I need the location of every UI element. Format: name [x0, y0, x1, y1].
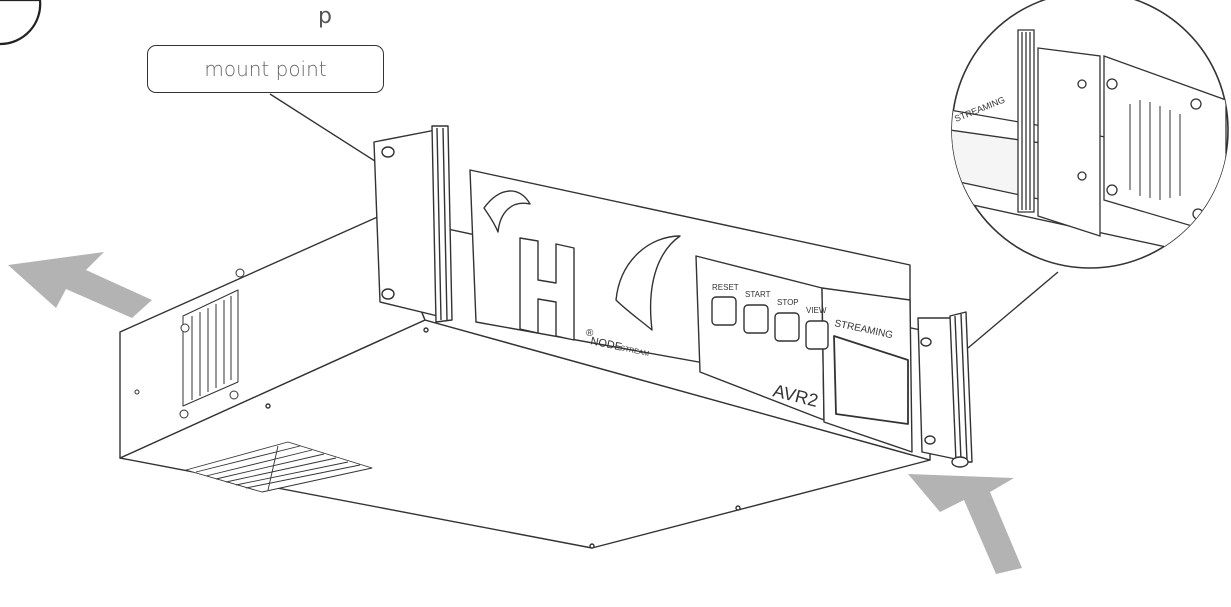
stop-button-shape — [774, 312, 800, 342]
callout-leader-line — [269, 93, 393, 173]
detail-magnifier: STREAMING — [951, 0, 1229, 269]
detail-leader-line — [967, 271, 1059, 349]
mount-point-callout: mount point — [147, 45, 384, 93]
airflow-arrow-bottom — [908, 474, 1022, 574]
airflow-arrow-left — [8, 252, 152, 318]
top-text-fragment: p — [318, 4, 332, 29]
start-label: START — [745, 290, 771, 299]
reset-button-shape — [711, 296, 737, 326]
view-button-shape — [805, 320, 829, 350]
stop-label: STOP — [777, 298, 799, 307]
reset-label: RESET — [712, 283, 739, 292]
start-button-shape — [743, 304, 769, 334]
step-number-circle — [0, 0, 42, 46]
rack-device — [119, 125, 973, 549]
registered-mark: ® — [586, 328, 594, 339]
view-label: VIEW — [806, 306, 827, 315]
